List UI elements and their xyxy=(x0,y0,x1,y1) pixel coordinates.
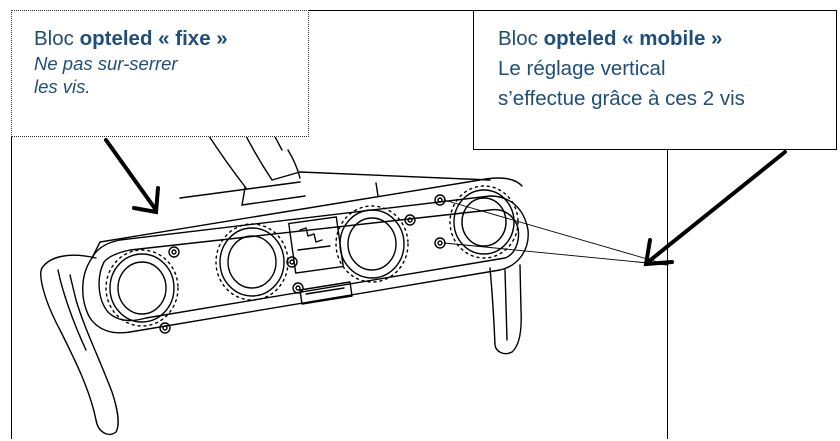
callout-fixed-note-1: Ne pas sur-serrer xyxy=(34,53,178,74)
drawing-frame xyxy=(11,10,668,439)
callout-fixed-prefix: Bloc xyxy=(34,27,74,50)
callout-mobile-block: Bloc opteled « mobile » Le réglage verti… xyxy=(473,10,837,150)
screw-pointer-lines xyxy=(443,199,669,266)
right-handle xyxy=(489,264,522,355)
screws xyxy=(159,194,446,334)
lamp-body xyxy=(82,171,529,334)
callout-fixed-block: Bloc opteled « fixe » Ne pas sur-serrer … xyxy=(11,10,309,137)
callout-mobile-line-2: Le réglage vertical xyxy=(498,57,666,80)
callout-mobile-title: Bloc opteled « mobile » xyxy=(498,25,836,52)
callout-mobile-line-3: s’effectue grâce à ces 2 vis xyxy=(498,87,745,110)
center-board xyxy=(288,216,353,305)
lens-2 xyxy=(215,223,289,301)
callout-fixed-note-2: les vis. xyxy=(34,76,91,97)
callout-mobile-name: opteled « mobile » xyxy=(543,27,723,50)
lens-1 xyxy=(105,249,179,327)
callout-mobile-prefix: Bloc xyxy=(498,27,538,50)
arrow-mobile xyxy=(643,150,787,267)
callout-fixed-title: Bloc opteled « fixe » xyxy=(34,25,308,52)
arrow-fixed xyxy=(104,138,160,215)
callout-fixed-name: opteled « fixe » xyxy=(79,27,228,50)
left-handle xyxy=(40,254,119,436)
lens-4 xyxy=(449,185,519,259)
